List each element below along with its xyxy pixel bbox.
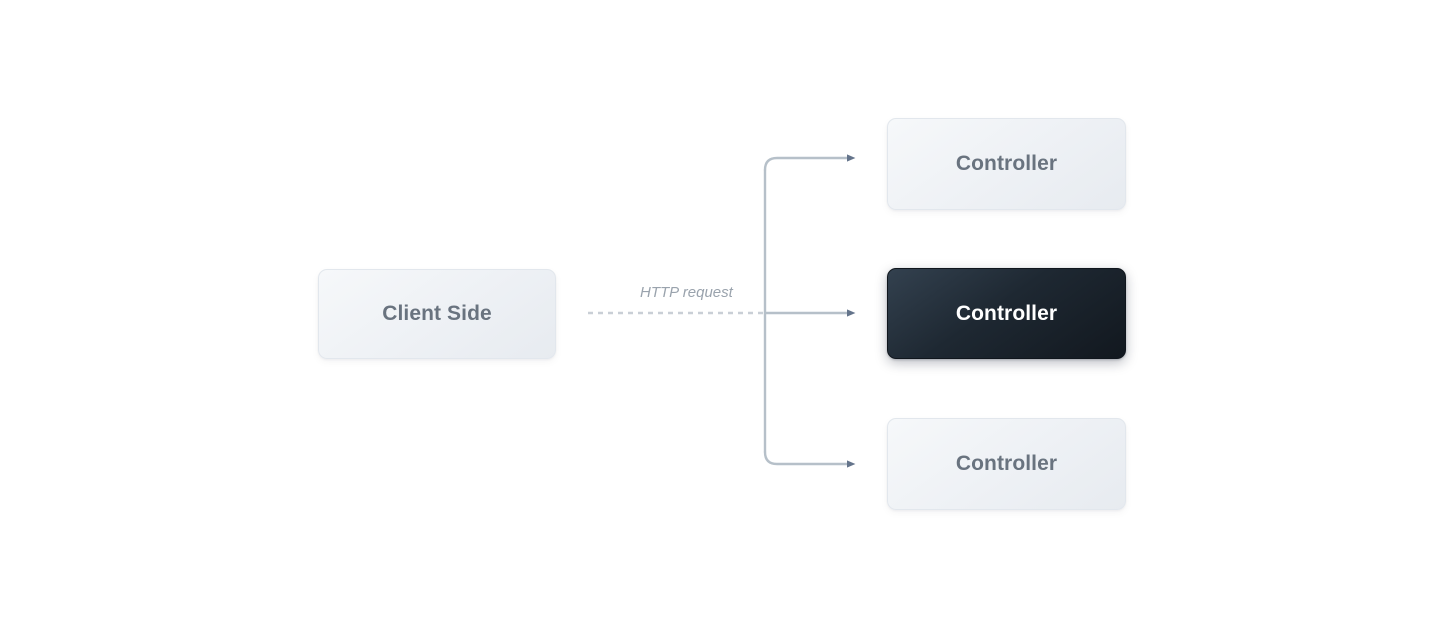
node-controller-bottom-label: Controller: [955, 452, 1058, 475]
edge-to-controller-top: [763, 154, 856, 172]
node-client-side[interactable]: Client Side: [318, 269, 556, 359]
node-controller-bottom[interactable]: Controller: [887, 418, 1126, 510]
edge-label-http-request: HTTP request: [640, 284, 733, 301]
edge-to-controller-bottom: [763, 450, 856, 468]
node-controller-top-label: Controller: [955, 152, 1058, 175]
node-controller-top[interactable]: Controller: [887, 118, 1126, 210]
node-controller-middle-label: Controller: [955, 301, 1058, 325]
node-controller-middle[interactable]: Controller: [887, 268, 1126, 359]
node-client-side-label: Client Side: [382, 302, 492, 325]
